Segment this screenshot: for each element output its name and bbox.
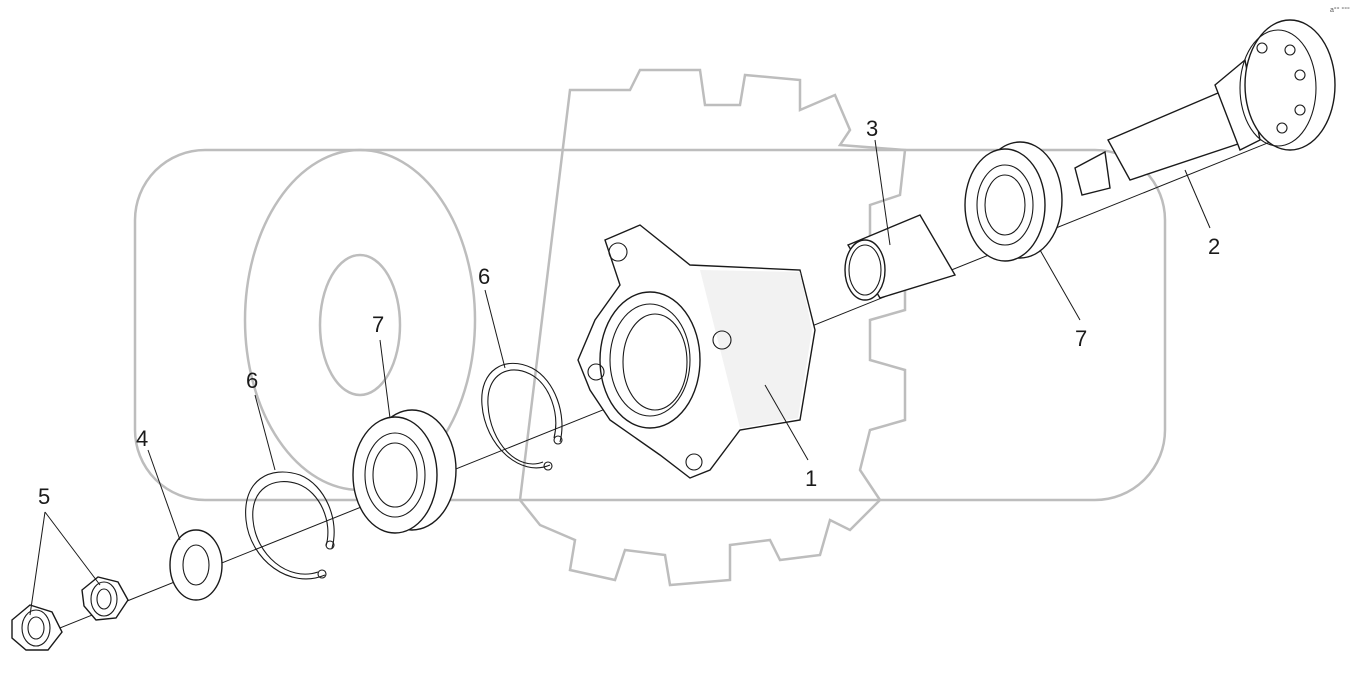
watermark-logo (133, 68, 1167, 587)
callout-5: 5 (38, 484, 50, 509)
bearing-right (964, 141, 1063, 262)
washer (169, 529, 223, 601)
callout-4: 4 (136, 426, 148, 451)
snap-ring-left (245, 471, 335, 580)
nut-outer (11, 604, 63, 651)
callout-7-right: 7 (1075, 326, 1087, 351)
callout-7-left: 7 (372, 312, 384, 337)
sleeve (844, 214, 957, 301)
nut-inner (81, 576, 129, 621)
snap-ring-right (481, 362, 563, 471)
housing (577, 224, 816, 479)
corner-note: a°° °°° (1330, 6, 1350, 14)
callout-2: 2 (1208, 234, 1220, 259)
bearing-left (352, 409, 457, 534)
callout-6-right: 6 (478, 264, 490, 289)
callout-3: 3 (866, 116, 878, 141)
callout-6-left: 6 (246, 368, 258, 393)
leader-lines (29, 139, 1211, 616)
callout-1: 1 (805, 466, 817, 491)
flanged-shaft (1074, 19, 1336, 196)
